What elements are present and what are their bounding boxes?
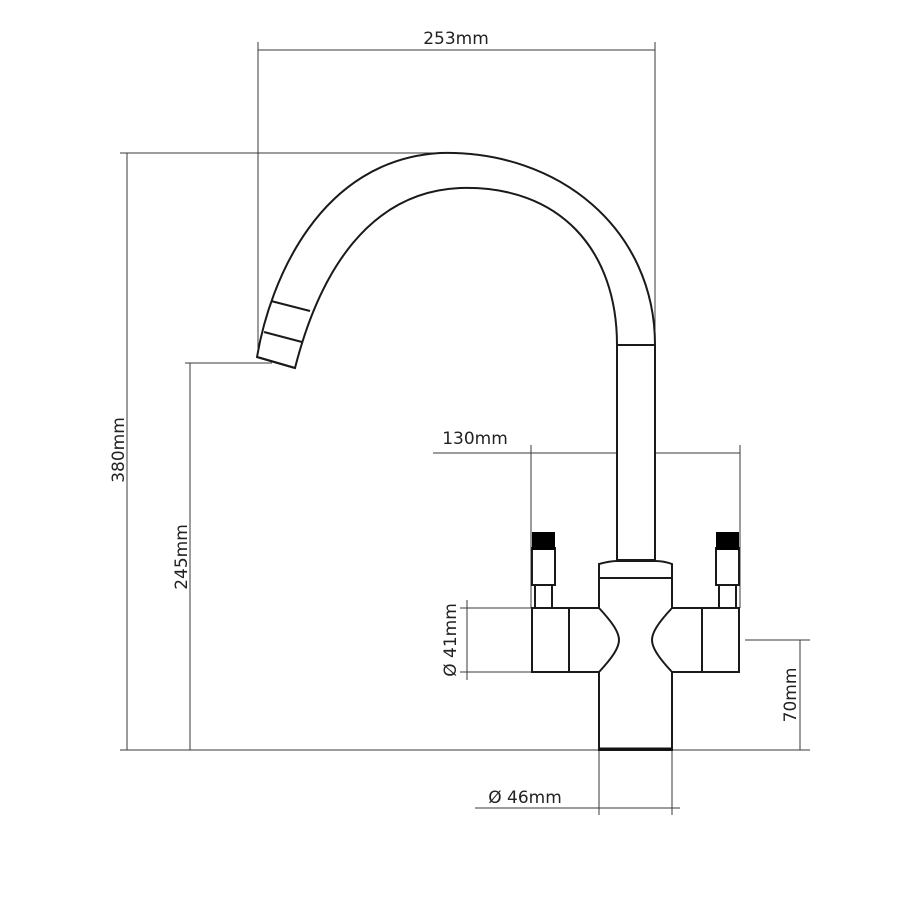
dimension-380: 380mm bbox=[109, 152, 810, 751]
dimension-70: 70mm bbox=[745, 639, 810, 750]
left-handle bbox=[531, 607, 621, 673]
dimension-label-41: Ø 41mm bbox=[441, 603, 461, 677]
tap-body bbox=[598, 560, 673, 751]
dimension-130: 130mm bbox=[433, 429, 741, 608]
lever-cap-icon bbox=[532, 532, 555, 550]
dimension-label-245: 245mm bbox=[172, 524, 192, 590]
dimension-41: Ø 41mm bbox=[441, 600, 531, 680]
dimension-46: Ø 46mm bbox=[475, 750, 680, 815]
lever-cap-icon bbox=[716, 532, 739, 550]
dimension-245: 245mm bbox=[172, 362, 272, 750]
dimension-label-130: 130mm bbox=[442, 429, 508, 449]
dimension-label-46: Ø 46mm bbox=[488, 788, 562, 808]
spout bbox=[255, 151, 656, 561]
dimension-label-380: 380mm bbox=[109, 417, 129, 483]
right-lever bbox=[715, 532, 740, 609]
dimension-label-70: 70mm bbox=[781, 668, 801, 723]
dimension-label-253: 253mm bbox=[423, 29, 489, 49]
dimension-253: 253mm bbox=[257, 29, 656, 357]
left-lever bbox=[531, 532, 556, 609]
right-handle bbox=[650, 607, 740, 673]
